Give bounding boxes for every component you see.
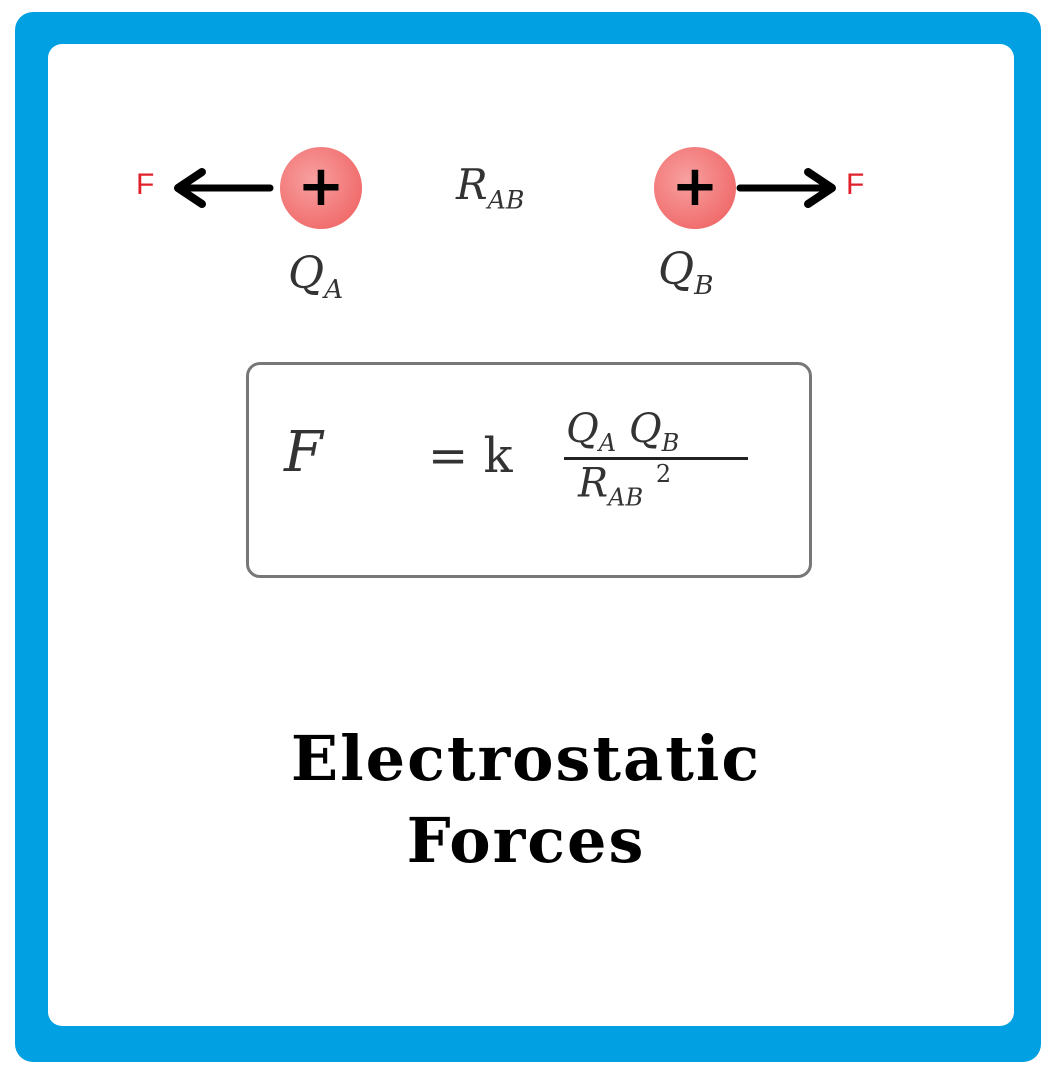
charge-b-label: QB	[658, 244, 714, 301]
arrow-right-icon	[736, 168, 836, 208]
distance-label: RAB	[456, 160, 525, 215]
charge-a: +	[280, 147, 362, 229]
formula-numerator: QA QB	[566, 406, 680, 457]
formula-lhs: F	[284, 420, 323, 485]
plus-icon: +	[297, 154, 345, 219]
fraction-bar	[564, 457, 748, 460]
force-label-left: F	[136, 168, 155, 201]
title-line-1: Electrostatic	[290, 722, 762, 795]
force-label-right: F	[846, 168, 865, 201]
plus-icon: +	[671, 154, 719, 219]
formula-equals-k: = k	[428, 428, 513, 484]
charge-a-label: QA	[288, 248, 344, 305]
arrow-left-icon	[174, 168, 274, 208]
formula-denominator: RAB 2	[578, 460, 672, 512]
content-panel	[48, 44, 1014, 1026]
charge-b: +	[654, 147, 736, 229]
formula-box	[246, 362, 812, 578]
title-line-2: Forces	[406, 804, 646, 877]
